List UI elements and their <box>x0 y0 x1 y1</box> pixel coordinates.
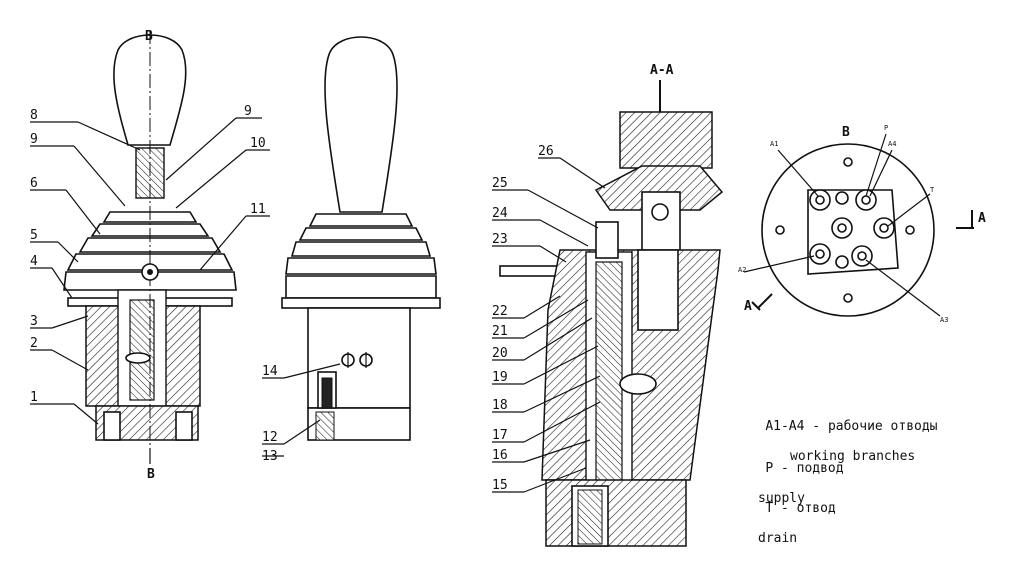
callout-6: 6 <box>30 176 38 191</box>
port-label-t: T <box>930 186 935 194</box>
legend-text-ru: рабочие отводы <box>827 419 938 434</box>
callouts-section: 26 25 24 23 22 21 20 19 18 17 16 15 <box>492 144 554 493</box>
port-label-p: P <box>884 124 888 132</box>
section-title: A-A <box>650 63 674 78</box>
callout-1: 1 <box>30 390 38 405</box>
legend-text-en: working branches <box>790 449 916 464</box>
callout-8: 8 <box>30 108 38 123</box>
callout-26: 26 <box>538 144 554 159</box>
legend-key: T <box>765 501 774 516</box>
legend-item-working-branches: A1-A4 - рабочие отводы working branches <box>734 404 938 494</box>
callout-5: 5 <box>30 228 38 243</box>
callout-2: 2 <box>30 336 38 351</box>
callout-25: 25 <box>492 176 508 191</box>
callout-4: 4 <box>30 254 38 269</box>
callout-23: 23 <box>492 232 508 247</box>
legend-sep: - <box>773 501 797 516</box>
legend-text-en: supply <box>758 491 805 506</box>
callout-14: 14 <box>262 364 278 379</box>
callouts-middle: 14 12 13 <box>262 364 278 464</box>
left-sectional-view <box>63 30 237 445</box>
legend-text-ru: подвод <box>796 461 844 476</box>
port-view-b <box>751 143 974 317</box>
port-label-a2: A2 <box>738 266 746 274</box>
legend-key: P <box>765 461 774 476</box>
section-a-a-view <box>499 80 724 547</box>
port-holes <box>775 157 915 303</box>
port-label-a3: A3 <box>940 316 948 324</box>
axis-label-bottom: B <box>147 467 155 482</box>
callout-12: 12 <box>262 430 278 445</box>
section-mark-left: A <box>744 299 752 314</box>
callouts-top-right: 9 10 11 <box>244 104 266 217</box>
port-view-title: B <box>842 125 850 140</box>
port-labels: A1 P A4 T A2 A3 <box>738 124 948 324</box>
section-mark-right: A <box>978 211 986 226</box>
port-label-a1: A1 <box>770 140 778 148</box>
callout-18: 18 <box>492 398 508 413</box>
legend-item-supply: P - подвод supply <box>734 446 844 536</box>
callout-20: 20 <box>492 346 508 361</box>
middle-external-view <box>281 36 441 441</box>
callout-3: 3 <box>30 314 38 329</box>
callout-9-right: 9 <box>244 104 252 119</box>
callouts-left: 8 9 6 5 4 3 2 1 <box>30 108 38 405</box>
callout-19: 19 <box>492 370 508 385</box>
legend-sep: - <box>773 461 797 476</box>
callout-15: 15 <box>492 478 508 493</box>
callout-21: 21 <box>492 324 508 339</box>
leader-lines <box>30 117 941 493</box>
legend-item-drain: T - отвод drain <box>734 486 836 572</box>
callout-11: 11 <box>250 202 266 217</box>
legend-sep: - <box>804 419 828 434</box>
callout-9-left: 9 <box>30 132 38 147</box>
callout-16: 16 <box>492 448 508 463</box>
port-label-a4: A4 <box>888 140 896 148</box>
legend-text-ru: отвод <box>796 501 836 516</box>
axis-label-top: B <box>145 29 153 44</box>
callout-24: 24 <box>492 206 508 221</box>
legend-key: A1-A4 <box>765 419 805 434</box>
callout-10: 10 <box>250 136 266 151</box>
legend-text-en: drain <box>758 531 798 546</box>
callout-22: 22 <box>492 304 508 319</box>
callout-13: 13 <box>262 449 278 464</box>
callout-17: 17 <box>492 428 508 443</box>
